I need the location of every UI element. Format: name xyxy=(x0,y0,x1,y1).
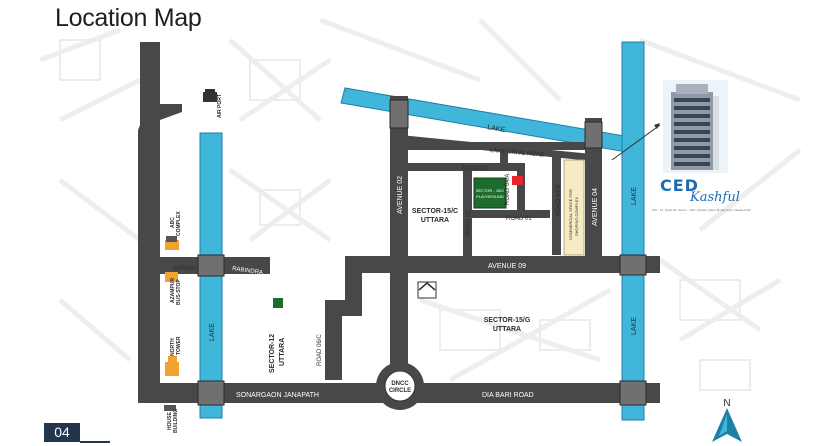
building-rendering xyxy=(663,80,728,173)
label-sonargaon: SONARGAON JANAPATH xyxy=(236,392,319,399)
bridges xyxy=(197,99,647,406)
label-lake-right-upper: LAKE xyxy=(631,187,638,205)
road-04a xyxy=(517,171,525,211)
road-connector xyxy=(500,150,508,164)
page-number-underline xyxy=(80,441,110,443)
road-lake-drive-h xyxy=(405,142,585,150)
site-leader-line xyxy=(611,124,661,161)
page-title: Location Map xyxy=(55,4,202,32)
building-icon xyxy=(165,240,179,376)
label-sector-12-2: UTTARA xyxy=(279,338,286,366)
label-road-03: ROAD 03 xyxy=(462,166,488,172)
bank-icon xyxy=(417,281,437,299)
label-lake-top: LAKE xyxy=(487,124,506,134)
leader-arrowhead xyxy=(654,123,660,129)
label-house-2: BUILDING xyxy=(173,409,179,433)
label-road-4b: ROAD 04/B xyxy=(556,185,562,216)
compass-north-label: N xyxy=(723,398,730,409)
label-north-1: NORTH xyxy=(170,338,176,356)
road-right-stub-b xyxy=(644,384,660,402)
road-04b xyxy=(552,155,561,255)
road-airport xyxy=(138,42,182,394)
label-abc-2: COMPLEX xyxy=(176,211,182,236)
label-sector-15g-2: UTTARA xyxy=(493,326,521,333)
label-azampur-2: BUS-STOP xyxy=(176,279,182,305)
brand-address: Plot - 14, Road-06, Sector - 15/C, Diaba… xyxy=(652,208,751,212)
road-avenue-09 xyxy=(345,256,660,273)
label-playground-1: SECTOR - 15/C xyxy=(476,188,505,193)
mosque-icon xyxy=(273,298,283,308)
north-compass-icon: N xyxy=(712,398,742,442)
road-01 xyxy=(470,210,550,218)
project-site-marker xyxy=(512,176,523,185)
road-02 xyxy=(463,171,472,256)
road-dia-bari xyxy=(400,383,660,403)
label-house-1: HOUSE xyxy=(167,412,173,430)
label-north-2: TOWER xyxy=(176,336,182,355)
label-sector-12-1: SECTOR-12 xyxy=(269,334,276,373)
label-commercial-2: SHOPING COMPLEX xyxy=(574,197,579,236)
page-number-badge: 04 xyxy=(44,423,80,442)
road-03 xyxy=(405,163,525,171)
label-road-04a: ROAD 04/A xyxy=(505,174,511,205)
commercial-block xyxy=(563,159,585,256)
label-azampur-1: AZAMPUR xyxy=(170,278,176,303)
label-avenue-04: AVENUE 04 xyxy=(592,188,599,226)
road-right-stub xyxy=(644,257,660,272)
dncc-circle xyxy=(376,362,424,410)
label-dncc-2: CIRCLE xyxy=(389,388,411,394)
playground-block xyxy=(473,177,507,209)
label-sector-15c-2: UTTARA xyxy=(421,217,449,224)
label-road-06c: ROAD 06/C xyxy=(317,334,323,366)
label-lake-right-lower: LAKE xyxy=(631,317,638,335)
brand-logo: CED xyxy=(660,176,699,195)
label-dia-bari: DIA BARI ROAD xyxy=(482,392,534,399)
lake-right xyxy=(621,41,645,421)
label-airport: AIR PORT xyxy=(217,94,223,118)
brand-name: Kashful xyxy=(690,190,740,205)
label-avenue-09: AVENUE 09 xyxy=(488,263,526,270)
label-lake-drive: LAKE DRIVE ROAD xyxy=(490,148,545,159)
airport-icon xyxy=(203,89,217,102)
label-commercial-1: COMMERCIAL SPACE FOR xyxy=(568,189,573,240)
label-road-01: ROAD 01 xyxy=(506,216,532,222)
bus-stop-icon xyxy=(166,236,177,242)
label-rabindra: RABINDRA xyxy=(232,266,264,276)
background-blocks xyxy=(59,39,751,391)
label-sector-15c-1: SECTOR-15/C xyxy=(412,208,458,215)
label-sarani: SARANI xyxy=(173,266,196,272)
label-abc-1: ABC xyxy=(170,217,176,228)
label-lake-left: LAKE xyxy=(209,323,216,341)
label-dncc-1: DNCC xyxy=(391,381,409,387)
label-avenue-02: AVENUE 02 xyxy=(397,176,404,214)
road-avenue-02 xyxy=(390,105,408,395)
label-road-02: ROAD 02 xyxy=(466,210,472,236)
road-06c xyxy=(325,258,362,380)
house-building-icon xyxy=(164,405,176,411)
label-sector-15g-1: SECTOR-15/G xyxy=(484,317,531,324)
background-streets xyxy=(39,17,802,383)
label-playground-2: PLAYGROUND xyxy=(476,194,504,199)
